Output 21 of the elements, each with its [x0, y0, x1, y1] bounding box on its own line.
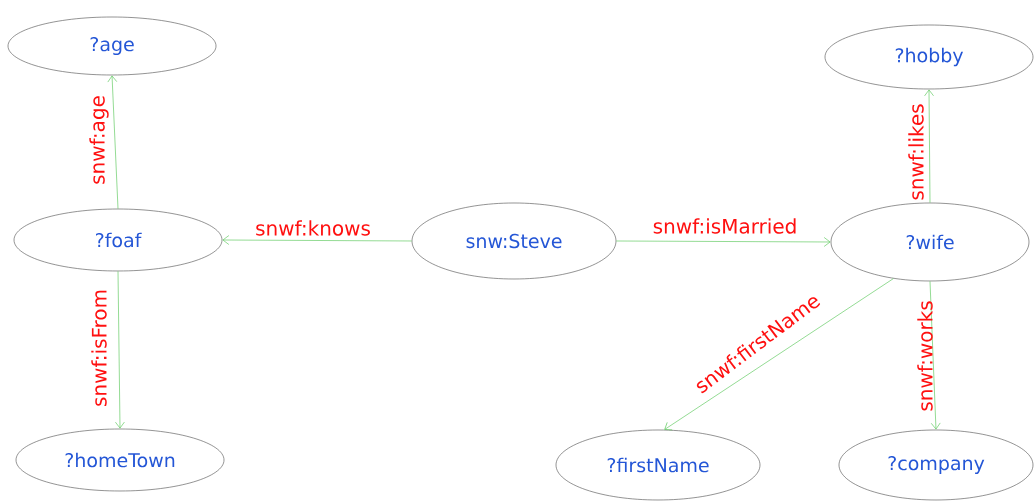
edge-label: snwf:age: [89, 96, 109, 184]
ellipse-node: ?age: [7, 16, 217, 76]
arrow: [615, 237, 831, 247]
ellipse-node: ?foaf: [13, 208, 223, 272]
arrow: [929, 280, 941, 430]
edge-label: snwf:works: [917, 301, 933, 411]
ellipse-node: ?homeTown: [15, 428, 225, 492]
edge-label: snwf:isFrom: [91, 290, 107, 406]
arrow: [924, 89, 934, 204]
ellipse-node: ?hobby: [824, 24, 1034, 90]
edge-label: snwf:knows: [256, 220, 370, 236]
ellipse-node: snw:Steve: [411, 202, 617, 280]
ellipse-node: ?firstName: [555, 429, 761, 501]
arrow: [115, 270, 125, 429]
edge-label: snwf:likes: [908, 104, 924, 200]
ellipse-node: ?wife: [830, 202, 1030, 282]
arrow: [222, 235, 413, 245]
arrow: [107, 75, 119, 210]
arrow: [664, 278, 894, 431]
ellipse-node: ?company: [838, 429, 1034, 501]
edge-label: snwf:isMarried: [653, 218, 796, 234]
